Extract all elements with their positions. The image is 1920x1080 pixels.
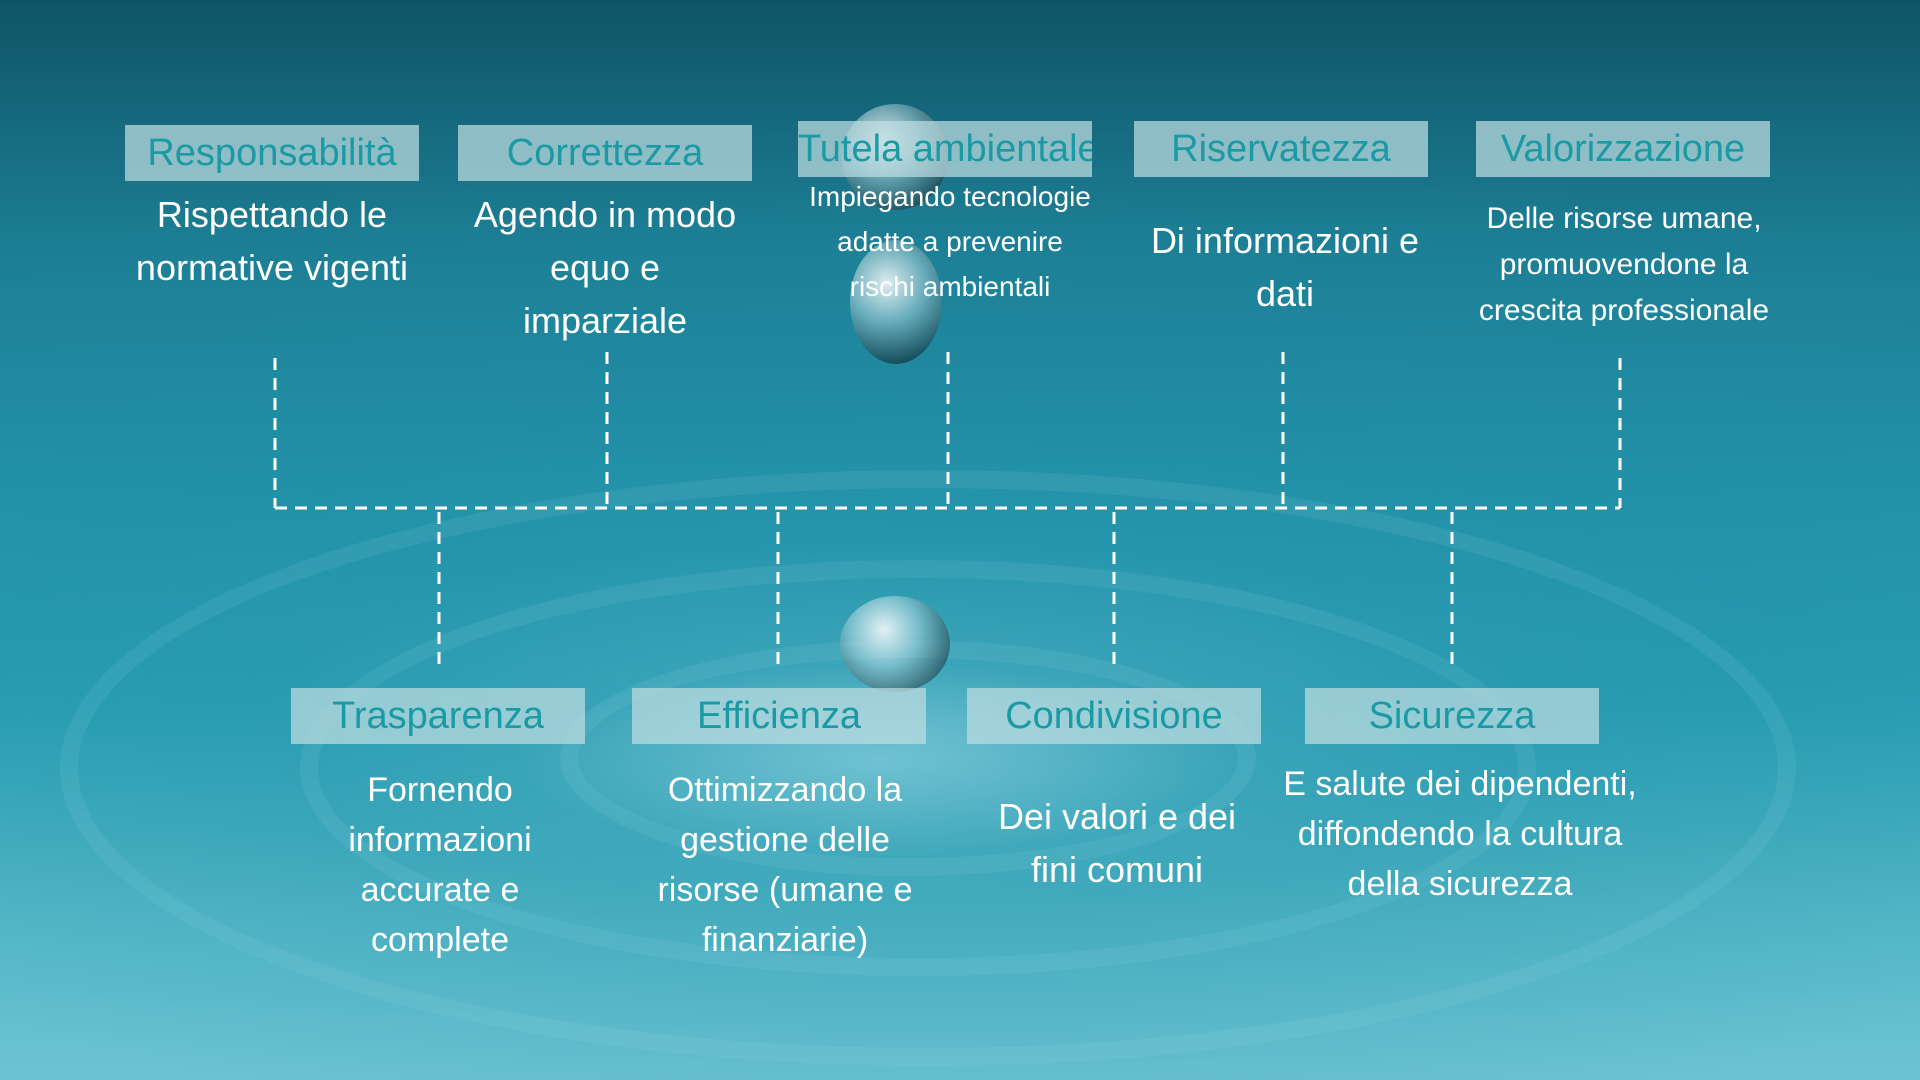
- title-efficienza: Efficienza: [632, 688, 926, 744]
- title-valorizzazione: Valorizzazione: [1476, 121, 1770, 177]
- description-riservatezza: Di informazioni e dati: [1150, 220, 1420, 314]
- description-sicurezza: E salute dei dipendenti, diffondendo la …: [1283, 765, 1637, 903]
- title-riservatezza: Riservatezza: [1134, 121, 1428, 177]
- description-correttezza: Agendo in modo equo e imparziale: [473, 194, 737, 341]
- title-trasparenza: Trasparenza: [291, 688, 585, 744]
- title-responsabilita: Responsabilità: [125, 125, 419, 181]
- description-tutela-ambientale: Impiegando tecnologie adatte a prevenire…: [809, 181, 1091, 302]
- title-sicurezza: Sicurezza: [1305, 688, 1599, 744]
- description-efficienza: Ottimizzando la gestione delle risorse (…: [657, 771, 913, 959]
- description-condivisione: Dei valori e dei fini comuni: [997, 796, 1237, 890]
- title-correttezza: Correttezza: [458, 125, 752, 181]
- title-tutela-ambientale: Tutela ambientale: [798, 121, 1092, 177]
- description-responsabilita: Rispettando le normative vigenti: [135, 194, 409, 288]
- title-condivisione: Condivisione: [967, 688, 1261, 744]
- description-valorizzazione: Delle risorse umane, promuovendone la cr…: [1478, 202, 1770, 327]
- description-trasparenza: Fornendo informazioni accurate e complet…: [348, 771, 532, 959]
